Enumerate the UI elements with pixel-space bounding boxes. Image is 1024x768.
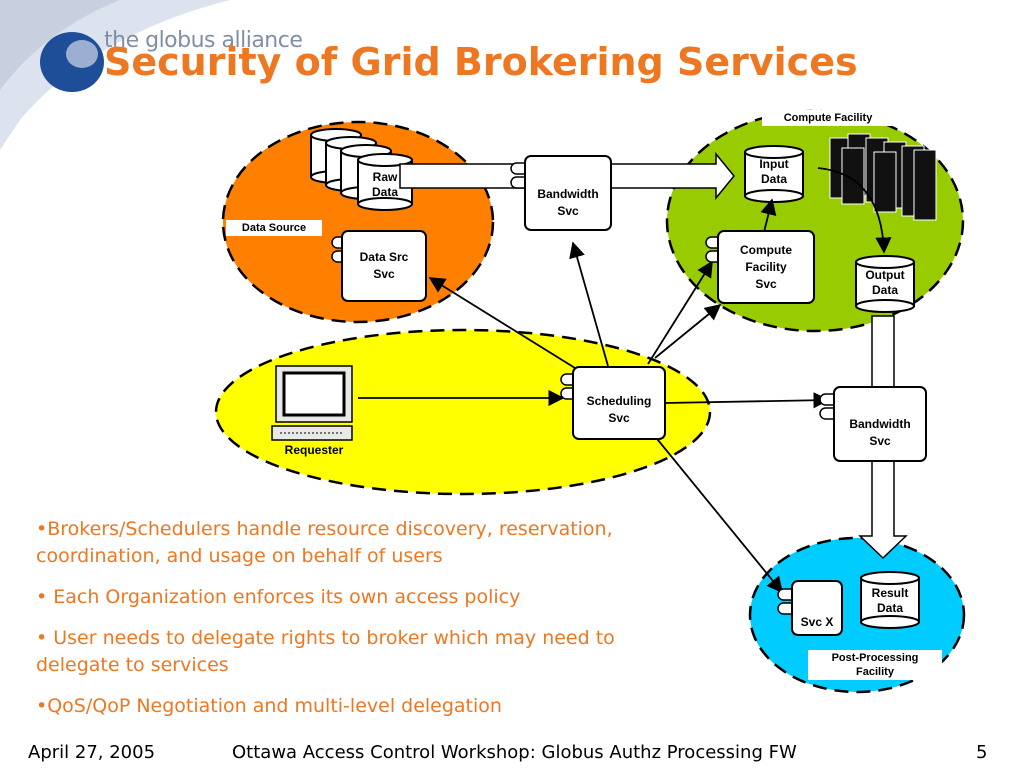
bullet-item: • User needs to delegate rights to broke… xyxy=(36,627,615,676)
result-data-cylinder xyxy=(860,571,920,629)
bandwidth-svc-top-box: Bandwidth Svc xyxy=(524,155,612,231)
arrow-scheduling-bandwidth-right xyxy=(664,392,830,409)
input-data-cylinder xyxy=(744,145,804,203)
bullet-item: •QoS/QoP Negotiation and multi-level del… xyxy=(36,695,502,717)
slide-title: Security of Grid Brokering Services xyxy=(104,40,858,84)
footer-page-number: 5 xyxy=(976,742,988,763)
raw-data-cylinders xyxy=(310,128,413,211)
logo-text: the globus alliance xyxy=(104,28,303,53)
compute-facility-svc-label: Compute Facility Svc xyxy=(740,242,792,291)
logo-swoosh-inner xyxy=(0,0,120,90)
compute-facility-tag: Compute Facility xyxy=(762,110,894,126)
requester-label: Requester xyxy=(284,443,344,457)
arrow-scheduling-compute xyxy=(647,260,713,365)
arrow-scheduling-bandwidth-top xyxy=(569,241,609,367)
bullet-item: • Each Organization enforces its own acc… xyxy=(36,586,521,608)
bandwidth-svc-right-label: Bandwidth Svc xyxy=(849,417,911,448)
arrow-computesvc-compute-right xyxy=(654,303,722,359)
scheduling-svc-label: Scheduling Svc xyxy=(586,394,652,425)
svc-x-box: Svc X xyxy=(791,580,843,636)
result-data-label: Result Data xyxy=(871,586,909,615)
data-source-tag: Data Source xyxy=(226,220,322,236)
compute-facility-svc-box: Compute Facility Svc xyxy=(717,230,815,304)
svc-x-label: Svc X xyxy=(800,614,834,629)
bandwidth-svc-right-box: Bandwidth Svc xyxy=(833,386,927,462)
input-data-label: Input Data xyxy=(759,157,789,186)
footer-event: Ottawa Access Control Workshop: Globus A… xyxy=(232,742,797,763)
data-src-svc-label: Data Src Svc xyxy=(359,250,409,281)
scheduling-svc-box: Scheduling Svc xyxy=(572,366,666,440)
arrow-computesvc-input xyxy=(760,198,777,233)
globus-logo-icon xyxy=(40,32,104,92)
compute-facility-region xyxy=(665,109,965,333)
raw-data-label: Raw Data xyxy=(371,170,398,199)
bandwidth-svc-top-label: Bandwidth Svc xyxy=(537,187,599,218)
computer-icon xyxy=(271,365,353,441)
bullet-item: •Brokers/Schedulers handle resource disc… xyxy=(36,518,613,567)
output-data-label: Output Data xyxy=(865,268,905,297)
arrow-scheduling-datasrc xyxy=(428,277,576,369)
footer-date: April 27, 2005 xyxy=(28,742,156,763)
post-processing-tag: Post-Processing Facility xyxy=(808,650,942,680)
output-data-cylinder xyxy=(855,255,915,313)
data-src-svc-box: Data Src Svc xyxy=(341,230,427,302)
arrow-scheduling-svcx xyxy=(639,417,784,594)
bullet-list: •Brokers/Schedulers handle resource disc… xyxy=(36,516,696,734)
arrow-cluster-output xyxy=(817,167,892,254)
